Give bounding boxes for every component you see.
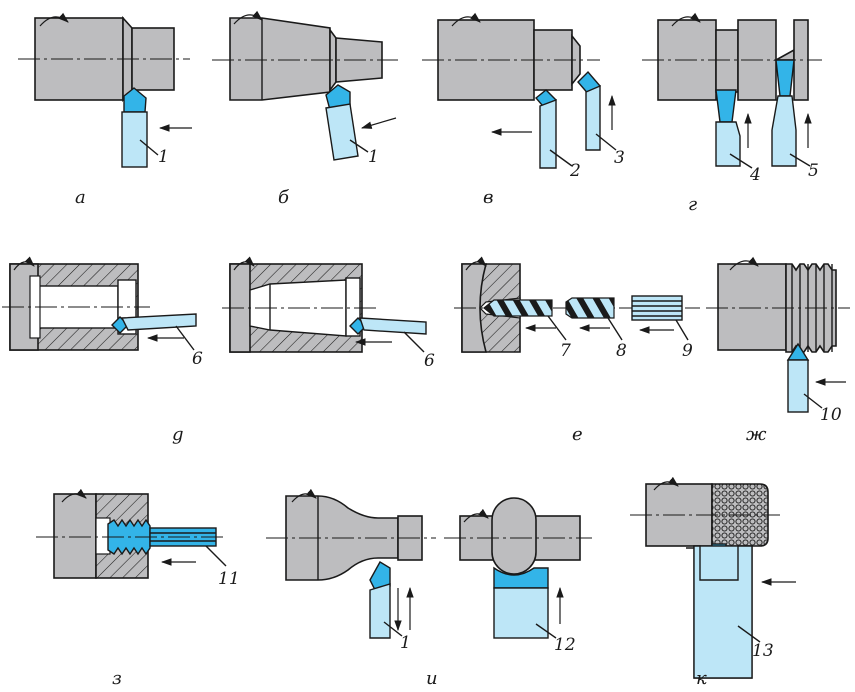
- tool-label-11: 11: [218, 569, 240, 589]
- feed-arrow-icon: [360, 117, 397, 129]
- tool-label-9: 9: [682, 341, 693, 361]
- twist-drill: [483, 299, 553, 317]
- tool-label-8: 8: [616, 341, 627, 361]
- caption-i: и: [426, 668, 438, 689]
- countersink-drill: [565, 297, 615, 319]
- tool-label-3: 3: [614, 148, 625, 168]
- leader-line: [349, 139, 369, 153]
- panel-d-taper-boring: 6 g: [172, 256, 435, 445]
- rotation-arrow-icon: [463, 508, 489, 523]
- workpiece-cut: [772, 48, 795, 61]
- leader-line: [729, 153, 753, 169]
- workpiece-body: [437, 19, 535, 101]
- rotation-arrow-icon: [233, 10, 263, 25]
- leader-line: [139, 139, 159, 156]
- cutter-tip-4: [715, 89, 737, 123]
- cutter-body-5: [771, 95, 797, 167]
- leader-line: [675, 319, 689, 341]
- leader-line: [607, 317, 623, 341]
- rotation-arrow-icon: [61, 488, 87, 503]
- panel-a-outer-turning: 1 а: [18, 12, 192, 208]
- leader-line: [205, 545, 227, 567]
- rotation-arrow-icon: [465, 256, 487, 271]
- tool-label-6: 6: [424, 351, 435, 371]
- panel-i-profile-turning: 1 12 и: [266, 488, 592, 689]
- tool-label-6: 6: [192, 349, 203, 369]
- panel-g-grooving: 4 5 г: [642, 12, 822, 215]
- boring-bar: [359, 317, 427, 335]
- threading-tool-body: [787, 359, 809, 413]
- panel-e-drilling: 7 8 9 е: [454, 256, 700, 445]
- caption-e: е: [572, 424, 583, 445]
- leader-line: [535, 623, 557, 639]
- rotation-arrow-icon: [653, 476, 679, 491]
- form-tool-tip: [493, 566, 549, 589]
- tool-label-1: 1: [400, 633, 411, 653]
- panel-b-taper-turning: 1 б: [212, 10, 398, 208]
- leader-line: [803, 393, 823, 409]
- rotation-arrow-icon: [13, 256, 35, 271]
- workpiece-body: [717, 263, 787, 351]
- knurling-tool-body: [693, 545, 753, 679]
- rotation-arrow-icon: [291, 488, 317, 503]
- workpiece-taper: [229, 17, 331, 101]
- panel-k-knurling: 13 к: [630, 476, 796, 689]
- caption-v: в: [483, 187, 493, 208]
- workpiece-body: [53, 493, 97, 579]
- form-tool-body: [493, 587, 549, 639]
- tool-label-1: 1: [158, 147, 169, 167]
- cutter-body-2: [539, 98, 557, 169]
- caption-zh: ж: [746, 424, 767, 445]
- cutter-tip: [123, 87, 147, 113]
- workpiece-neck: [715, 29, 739, 93]
- leader-line: [175, 325, 195, 351]
- tool-label-7: 7: [560, 341, 571, 361]
- cutter-body-3: [585, 84, 601, 151]
- leader-line: [547, 315, 567, 341]
- cutter-tip-5: [775, 59, 795, 97]
- tool-label-13: 13: [752, 641, 774, 661]
- rotation-arrow-icon: [233, 256, 255, 271]
- tool-label-10: 10: [820, 405, 842, 425]
- cutter-body: [325, 103, 359, 161]
- tool-label-2: 2: [569, 161, 581, 181]
- panel-d-boring: 6: [2, 256, 203, 369]
- workpiece-bulge: [491, 497, 537, 575]
- panel-z-tapping: 11 з: [36, 488, 240, 689]
- rotation-arrow-icon: [39, 12, 69, 27]
- cutter-body: [369, 583, 391, 639]
- leader-line: [383, 621, 403, 637]
- leader-line: [549, 149, 573, 167]
- caption-g: г: [688, 194, 697, 215]
- boring-bar: [120, 313, 197, 331]
- rotation-arrow-icon: [671, 12, 701, 27]
- tool-label-12: 12: [554, 635, 576, 655]
- tool-label-1: 1: [368, 147, 379, 167]
- caption-z: з: [112, 668, 122, 689]
- cutter-body: [121, 111, 148, 168]
- caption-k: к: [696, 668, 707, 689]
- cutter-body-4: [715, 121, 741, 167]
- leader-line: [737, 625, 761, 643]
- tool-label-4: 4: [749, 165, 761, 185]
- rotation-arrow-icon: [729, 256, 759, 271]
- tool-label-5: 5: [808, 161, 819, 181]
- leader-line: [403, 331, 425, 353]
- leader-line: [595, 133, 617, 151]
- caption-a: а: [75, 187, 86, 208]
- panel-zh-threading: 10 ж: [706, 256, 850, 445]
- rotation-arrow-icon: [451, 12, 481, 27]
- panel-v-facing: 2 3 в: [422, 12, 625, 208]
- caption-d: g: [172, 424, 184, 445]
- leader-line: [789, 153, 811, 167]
- caption-b: б: [278, 187, 290, 208]
